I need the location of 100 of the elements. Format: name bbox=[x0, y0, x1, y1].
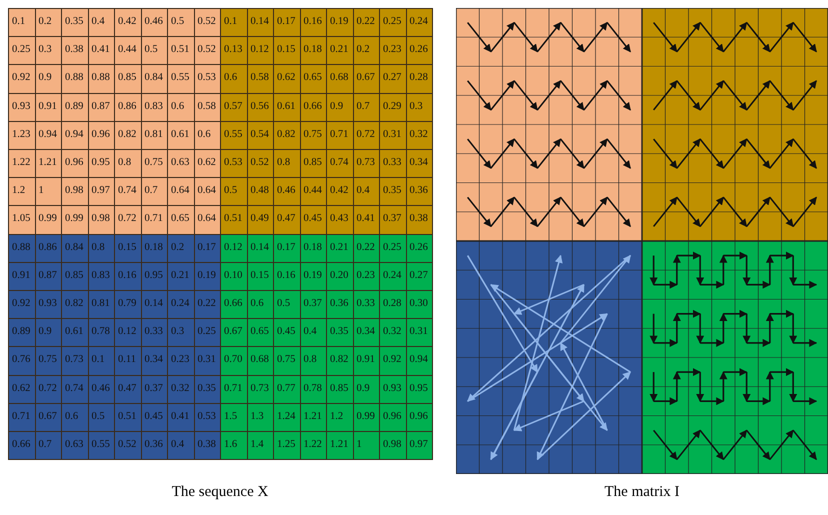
number-cell: 0.78 bbox=[300, 374, 327, 404]
number-cell: 0.1 bbox=[220, 8, 248, 38]
number-cell: 0.45 bbox=[140, 402, 168, 432]
number-cell: 1 bbox=[34, 177, 62, 206]
number-cell: 0.73 bbox=[352, 149, 380, 178]
number-cell: 0.7 bbox=[34, 431, 62, 460]
number-cell: 0.62 bbox=[8, 374, 36, 404]
number-cell: 0.95 bbox=[88, 149, 115, 178]
number-cell: 0.92 bbox=[8, 64, 36, 94]
number-cell: 0.82 bbox=[114, 120, 142, 150]
number-cell: 0.52 bbox=[194, 8, 221, 38]
number-cell: 0.81 bbox=[140, 120, 168, 150]
number-cell: 0.85 bbox=[326, 374, 354, 404]
number-cell: 0.14 bbox=[246, 8, 274, 38]
number-cell: 0.37 bbox=[379, 205, 406, 235]
number-cell: 0.93 bbox=[34, 290, 62, 320]
number-cell: 0.96 bbox=[61, 149, 88, 178]
number-cell: 0.28 bbox=[379, 290, 406, 320]
number-cell: 0.75 bbox=[140, 149, 168, 178]
caption: The matrix I bbox=[604, 484, 680, 501]
number-cell: 0.95 bbox=[140, 262, 168, 291]
number-cell: 0.54 bbox=[246, 120, 274, 150]
number-cell: 0.51 bbox=[167, 36, 194, 66]
number-cell: 0.29 bbox=[379, 92, 406, 122]
number-cell: 0.9 bbox=[326, 92, 354, 122]
number-cell: 0.26 bbox=[406, 234, 433, 263]
number-cell: 0.21 bbox=[167, 262, 194, 291]
number-cell: 0.91 bbox=[34, 92, 62, 122]
number-cell: 0.8 bbox=[88, 234, 115, 263]
number-cell: 0.6 bbox=[194, 120, 221, 150]
number-cell: 0.71 bbox=[220, 374, 248, 404]
number-cell: 0.55 bbox=[88, 431, 115, 460]
number-cell: 0.32 bbox=[406, 120, 433, 150]
number-cell: 0.51 bbox=[220, 205, 248, 235]
number-cell: 0.35 bbox=[194, 374, 221, 404]
number-cell: 0.11 bbox=[114, 346, 142, 376]
number-cell: 0.22 bbox=[352, 8, 380, 38]
number-cell: 1.6 bbox=[220, 431, 248, 460]
number-cell: 0.47 bbox=[114, 374, 142, 404]
number-cell: 0.30 bbox=[406, 290, 433, 320]
number-cell: 0.19 bbox=[326, 8, 354, 38]
number-cell: 0.9 bbox=[352, 374, 380, 404]
number-cell: 0.33 bbox=[352, 290, 380, 320]
number-cell: 0.33 bbox=[140, 318, 168, 348]
number-cell: 0.76 bbox=[8, 346, 36, 376]
number-cell: 0.15 bbox=[273, 36, 300, 66]
number-cell: 0.2 bbox=[167, 234, 194, 263]
number-cell: 0.65 bbox=[167, 205, 194, 235]
number-cell: 0.96 bbox=[379, 402, 406, 432]
number-cell: 0.27 bbox=[406, 262, 433, 291]
number-cell: 0.71 bbox=[326, 120, 354, 150]
number-cell: 0.32 bbox=[379, 318, 406, 348]
number-cell: 1.25 bbox=[273, 431, 300, 460]
number-cell: 0.25 bbox=[194, 318, 221, 348]
number-cell: 0.63 bbox=[61, 431, 88, 460]
number-cell: 0.85 bbox=[300, 149, 327, 178]
number-cell: 0.19 bbox=[194, 262, 221, 291]
number-cell: 0.52 bbox=[194, 36, 221, 66]
number-cell: 0.42 bbox=[326, 177, 354, 206]
number-cell: 0.92 bbox=[8, 290, 36, 320]
number-cell: 0.5 bbox=[140, 36, 168, 66]
number-cell: 0.62 bbox=[194, 149, 221, 178]
number-cell: 0.42 bbox=[114, 8, 142, 38]
number-cell: 0.64 bbox=[167, 177, 194, 206]
number-cell: 0.3 bbox=[406, 92, 433, 122]
number-cell: 0.8 bbox=[114, 149, 142, 178]
number-cell: 0.93 bbox=[8, 92, 36, 122]
number-cell: 0.32 bbox=[167, 374, 194, 404]
number-cell: 0.33 bbox=[379, 149, 406, 178]
number-cell: 0.84 bbox=[61, 234, 88, 263]
number-cell: 0.73 bbox=[246, 374, 274, 404]
number-cell: 0.89 bbox=[61, 92, 88, 122]
number-cell: 0.24 bbox=[379, 262, 406, 291]
number-cell: 1.22 bbox=[300, 431, 327, 460]
number-cell: 0.16 bbox=[114, 262, 142, 291]
number-cell: 0.57 bbox=[220, 92, 248, 122]
number-cell: 0.4 bbox=[88, 8, 115, 38]
number-cell: 0.67 bbox=[220, 318, 248, 348]
number-cell: 0.82 bbox=[326, 346, 354, 376]
number-cell: 0.72 bbox=[34, 374, 62, 404]
number-cell: 0.9 bbox=[34, 318, 62, 348]
number-cell: 1.21 bbox=[300, 402, 327, 432]
number-cell: 0.38 bbox=[406, 205, 433, 235]
number-cell: 0.52 bbox=[246, 149, 274, 178]
number-cell: 0.67 bbox=[34, 402, 62, 432]
number-cell: 0.66 bbox=[300, 92, 327, 122]
number-cell: 0.4 bbox=[300, 318, 327, 348]
number-cell: 0.58 bbox=[194, 92, 221, 122]
number-cell: 0.82 bbox=[273, 120, 300, 150]
number-cell: 0.88 bbox=[61, 64, 88, 94]
number-cell: 1.23 bbox=[8, 120, 36, 150]
number-cell: 0.83 bbox=[140, 92, 168, 122]
number-cell: 0.36 bbox=[326, 290, 354, 320]
number-cell: 0.99 bbox=[61, 205, 88, 235]
number-cell: 0.46 bbox=[88, 374, 115, 404]
number-cell: 1.4 bbox=[246, 431, 274, 460]
number-cell: 0.55 bbox=[167, 64, 194, 94]
number-cell: 0.15 bbox=[246, 262, 274, 291]
number-cell: 0.10 bbox=[220, 262, 248, 291]
number-cell: 0.41 bbox=[167, 402, 194, 432]
